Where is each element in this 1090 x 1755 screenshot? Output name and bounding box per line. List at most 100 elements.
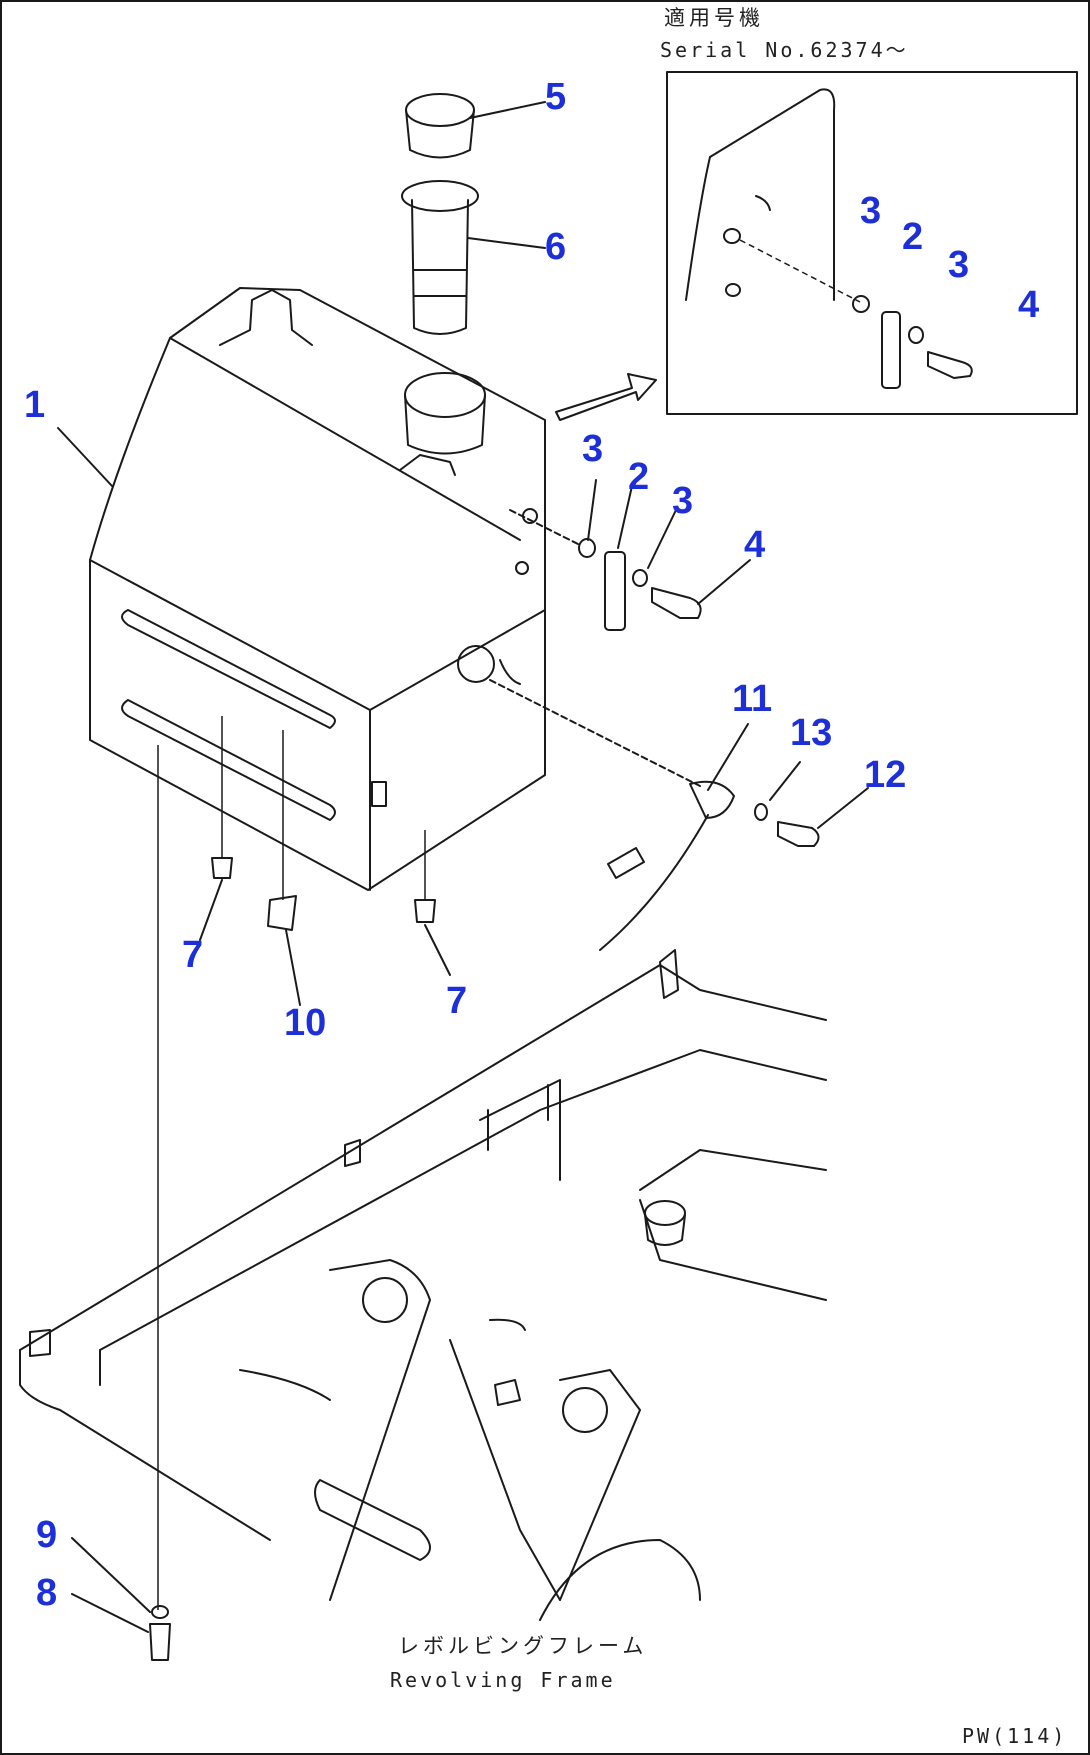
- tank-front-edge: [89, 559, 546, 711]
- page-reference: PW(114): [962, 1724, 1068, 1748]
- callout-12: 12: [864, 754, 907, 796]
- washer-13: [754, 803, 768, 821]
- inset-mark: [755, 195, 771, 211]
- frame-boom-bracket-right: [559, 1369, 641, 1601]
- callout-5: 5: [545, 76, 567, 118]
- leader-1: [57, 427, 113, 487]
- gauge-wire: [599, 814, 709, 951]
- frame-label-jp: レボルビングフレーム: [398, 1634, 648, 1658]
- callout-3b: 3: [672, 480, 694, 522]
- bolt-8: [149, 1623, 171, 1661]
- leader-7a: [199, 879, 223, 941]
- main-leader: [509, 509, 581, 546]
- applicable-serial-jp: 適用号機: [664, 6, 764, 30]
- inset-callout-2: 2: [902, 216, 924, 258]
- inset-callout-4: 4: [1018, 284, 1040, 326]
- leader-4: [697, 559, 751, 605]
- washer-3a: [578, 538, 596, 558]
- frame-block: [479, 1079, 561, 1181]
- leader-12: [817, 787, 869, 829]
- inset-leader: [739, 239, 861, 303]
- tank-slot-2: [121, 699, 336, 821]
- inset-tank-edge: [709, 88, 836, 301]
- frame-label-en: Revolving Frame: [390, 1668, 616, 1692]
- leader-9: [71, 1537, 151, 1613]
- frame-left-edge: [19, 1349, 271, 1541]
- leader-7b: [424, 924, 451, 976]
- frame-boom-bracket-mid: [449, 1339, 561, 1601]
- tank-outline: [89, 287, 546, 891]
- inset-hole-2: [725, 283, 741, 297]
- direction-arrow: [555, 373, 657, 421]
- callout-9: 9: [36, 1514, 58, 1556]
- frame-inner-edge: [99, 1049, 827, 1351]
- boom-pin-hole-1: [362, 1277, 408, 1323]
- cap-top: [405, 93, 475, 127]
- filler-neck-top: [404, 372, 486, 418]
- cap-body: [405, 109, 475, 159]
- inset-frame: [666, 71, 1078, 415]
- gauge-connector: [607, 847, 645, 879]
- plug-7a: [211, 857, 233, 879]
- leader-11: [707, 723, 749, 791]
- frame-top-edge: [19, 964, 827, 1351]
- plug-7b: [414, 899, 436, 923]
- frame-left-bracket: [29, 1329, 51, 1357]
- callout-2: 2: [628, 456, 650, 498]
- sender-unit: [457, 645, 495, 683]
- frame-boom-bracket-left: [329, 1259, 431, 1601]
- bolt-12: [777, 821, 820, 847]
- serial-number: Serial No.62374〜: [660, 38, 909, 62]
- inset-callout-3b: 3: [948, 244, 970, 286]
- frame-bracket-b: [494, 1379, 521, 1406]
- tank-bracket-top: [219, 289, 313, 346]
- frame-tank-pad-2: [639, 1199, 827, 1301]
- frame-fitting-body: [644, 1214, 686, 1246]
- clamp-10: [267, 895, 297, 931]
- tank-slot-1: [121, 609, 336, 729]
- callout-6: 6: [545, 226, 567, 268]
- leader-10: [285, 929, 301, 1006]
- frame-small-bracket: [344, 1139, 361, 1167]
- frame-fitting: [644, 1200, 686, 1226]
- leader-8: [71, 1593, 149, 1633]
- leader-13: [769, 761, 801, 801]
- frame-rib: [489, 1318, 526, 1331]
- leader-3b: [647, 509, 677, 569]
- tank-small-bracket: [371, 781, 387, 807]
- tank-hole-2: [515, 561, 529, 575]
- strainer-bands: [413, 269, 467, 297]
- frame-curve-2: [539, 1539, 701, 1621]
- inset-washer-a: [852, 295, 870, 313]
- sender-fitting: [499, 659, 521, 685]
- callout-7a: 7: [182, 934, 204, 976]
- leader-5: [469, 101, 546, 119]
- frame-tank-pad: [639, 1149, 827, 1191]
- gauge-unit-11: [689, 780, 735, 819]
- leader-3a: [587, 479, 597, 541]
- filler-neck-body: [404, 394, 486, 455]
- callout-13: 13: [790, 712, 833, 754]
- tank-bracket-side: [399, 454, 456, 476]
- gauge-leader: [489, 679, 701, 787]
- boom-pin-hole-2: [562, 1387, 608, 1433]
- bolt-4: [651, 587, 702, 619]
- frame-slot: [314, 1479, 431, 1561]
- callout-11: 11: [732, 678, 773, 720]
- inset-hole-1: [723, 228, 741, 244]
- callout-4: 4: [744, 524, 766, 566]
- callout-8: 8: [36, 1572, 58, 1614]
- leader-6: [467, 237, 546, 249]
- plate-2: [604, 551, 626, 631]
- callout-3a: 3: [582, 428, 604, 470]
- leader-2: [617, 485, 633, 549]
- inset-tank-side: [685, 156, 711, 301]
- tank-top-edge: [169, 337, 521, 541]
- strainer-body: [411, 199, 469, 335]
- callout-1: 1: [24, 384, 46, 426]
- callout-10: 10: [284, 1002, 327, 1044]
- frame-corner-bracket: [659, 949, 679, 999]
